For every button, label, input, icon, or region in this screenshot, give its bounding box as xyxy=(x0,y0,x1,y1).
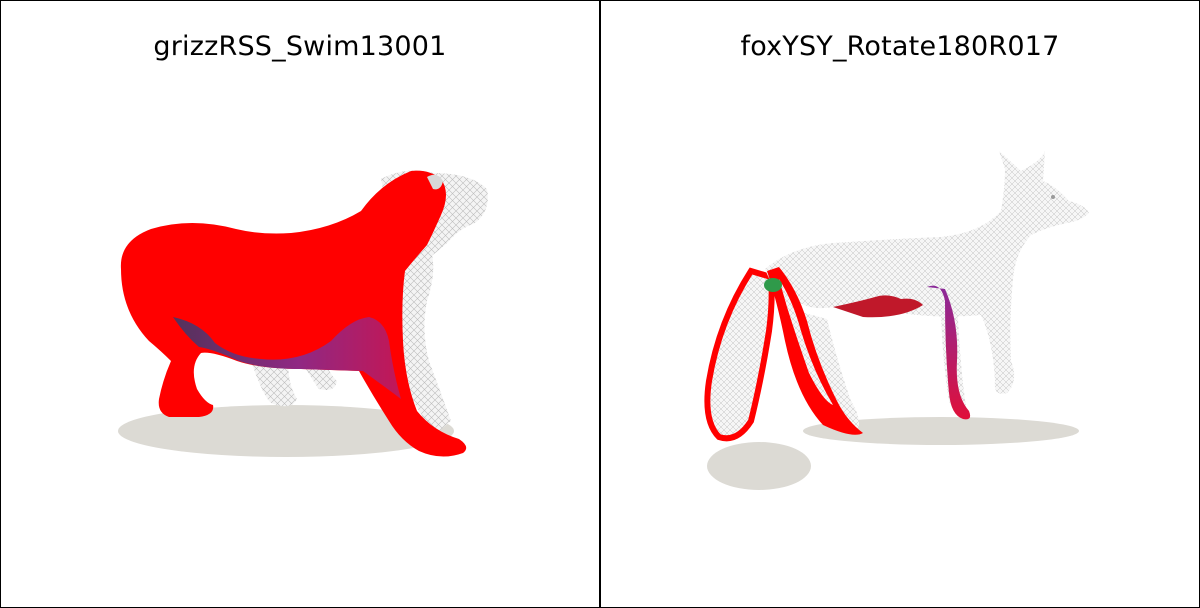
fox-render xyxy=(704,151,1089,490)
fox-body xyxy=(765,151,1089,394)
fox-near-front-leg xyxy=(927,285,971,420)
fox-tail xyxy=(704,267,775,442)
left-render-panel: grizzRSS_Swim13001 xyxy=(1,1,599,607)
bear-chest-mesh xyxy=(399,251,451,431)
fox-green-spot xyxy=(764,278,782,292)
ground-shadow xyxy=(118,405,454,457)
ground-shadow-tail xyxy=(707,442,811,490)
bear-body-highlight xyxy=(120,170,467,457)
ground-shadow-main xyxy=(803,417,1079,445)
right-panel-title: foxYSY_Rotate180R017 xyxy=(740,31,1060,62)
bear-ear xyxy=(427,174,443,190)
left-panel-title: grizzRSS_Swim13001 xyxy=(153,31,447,62)
grizzly-render xyxy=(118,170,488,457)
fox-hind-leg-mesh xyxy=(779,279,833,405)
right-render-panel: foxYSY_Rotate180R017 xyxy=(599,1,1199,607)
bear-belly-region xyxy=(173,317,401,399)
fox-eye xyxy=(1051,195,1055,199)
fox-belly-highlight xyxy=(833,295,923,318)
